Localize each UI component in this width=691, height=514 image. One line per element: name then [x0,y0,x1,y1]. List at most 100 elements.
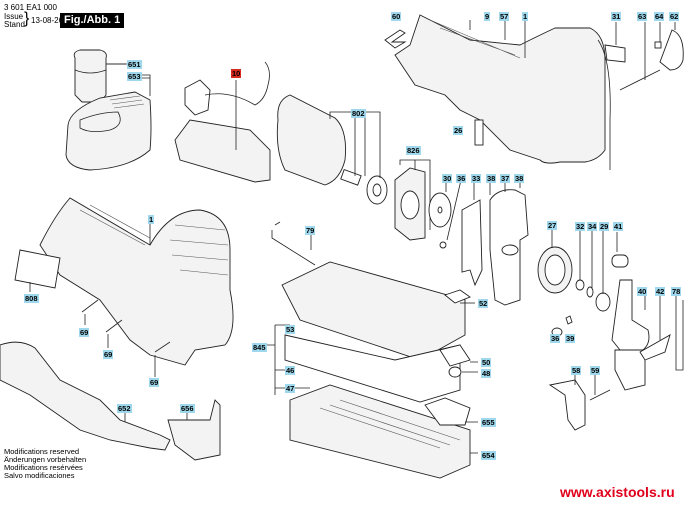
callout-36-bottom[interactable]: 36 [550,334,561,343]
nut [565,315,573,325]
callout-31[interactable]: 31 [611,12,622,21]
callout-42[interactable]: 42 [655,287,666,296]
ring [575,279,585,291]
callout-69-c[interactable]: 69 [149,378,160,387]
part-number: 3 601 EA1 000 [4,3,57,12]
callout-1-bottom[interactable]: 1 [148,215,155,224]
lever-parts [604,22,684,91]
callout-59[interactable]: 59 [590,366,601,375]
callout-802[interactable]: 802 [351,109,366,118]
issue-label-en: Issue [4,12,24,21]
callout-64[interactable]: 64 [654,12,665,21]
callout-654[interactable]: 654 [481,451,496,460]
callout-38-a[interactable]: 38 [486,174,497,183]
callout-29[interactable]: 29 [599,222,610,231]
callout-38-b[interactable]: 38 [514,174,525,183]
callout-69-b[interactable]: 69 [103,350,114,359]
leaders-58-59 [574,375,596,395]
callout-651[interactable]: 651 [127,60,142,69]
callout-40[interactable]: 40 [637,287,648,296]
lower-housing [39,197,234,366]
bearing [595,292,611,312]
callout-58[interactable]: 58 [571,366,582,375]
callout-39[interactable]: 39 [565,334,576,343]
plunger-base [614,349,646,391]
note-fr: Modifications resérvées [4,463,83,472]
slide [424,397,471,426]
callout-37[interactable]: 37 [500,174,511,183]
chip-guard [167,399,221,461]
motor [276,94,388,205]
clamp [439,344,471,367]
callout-78[interactable]: 78 [671,287,682,296]
callout-26[interactable]: 26 [453,126,464,135]
leader-655-654 [465,421,478,454]
callout-53[interactable]: 53 [285,325,296,334]
callout-33[interactable]: 33 [471,174,482,183]
bearing-flange [394,159,431,241]
callout-826[interactable]: 826 [406,146,421,155]
leaders-32-34-29 [579,230,604,294]
extraction-adapter [0,341,171,451]
issue-label: Issue Stand [4,13,25,29]
callout-69-a[interactable]: 69 [79,328,90,337]
issue-label-de: Stand [4,20,25,29]
callout-63[interactable]: 63 [637,12,648,21]
blade-clamp [639,334,671,361]
lever-58 [548,379,586,431]
base-assembly [265,261,471,479]
callout-48[interactable]: 48 [481,369,492,378]
figure-label: Fig./Abb. 1 [60,13,125,28]
callout-10[interactable]: 10 [231,69,242,78]
callout-655[interactable]: 655 [481,418,496,427]
note-en: Modifications reserved [4,447,80,456]
callout-9[interactable]: 9 [484,12,491,21]
note-de: Änderungen vorbehalten [4,455,87,464]
callout-57[interactable]: 57 [499,12,510,21]
charger [65,74,152,171]
hex-key-78 [675,300,684,371]
clip-26 [474,119,484,146]
brace: } [24,10,30,27]
note-es: Salvo modificaciones [4,471,75,480]
pad [444,289,471,304]
knob [448,366,462,378]
screws [81,299,171,377]
website-link[interactable]: www.axistools.ru [560,484,675,500]
roller [611,254,629,268]
callout-845[interactable]: 845 [252,343,267,352]
pin-59 [589,389,611,401]
callout-32[interactable]: 32 [575,222,586,231]
guide-parts [439,179,529,306]
callout-52[interactable]: 52 [478,299,489,308]
circlip [586,286,594,298]
callout-34[interactable]: 34 [587,222,598,231]
hex-key [271,221,316,266]
upper-housing [394,14,611,170]
gear [537,228,573,294]
callout-808[interactable]: 808 [24,294,39,303]
callout-60[interactable]: 60 [391,12,402,21]
callout-47[interactable]: 47 [285,384,296,393]
callout-41[interactable]: 41 [613,222,624,231]
nameplate [14,249,61,289]
callout-652[interactable]: 652 [117,404,132,413]
callout-1-top[interactable]: 1 [522,12,529,21]
callout-656[interactable]: 656 [180,404,195,413]
callout-62[interactable]: 62 [669,12,680,21]
modifications-notice: Modifications reserved Änderungen vorbeh… [4,448,86,480]
washer [428,175,452,228]
leader-50-48 [462,361,478,373]
clip [384,29,407,49]
issue-date: 13-08-26 [31,16,64,25]
callout-50[interactable]: 50 [481,358,492,367]
callout-27[interactable]: 27 [547,221,558,230]
switch-assembly [174,61,271,183]
leaders-41-40-42-78 [616,232,677,340]
callout-36-top[interactable]: 36 [456,174,467,183]
callout-46[interactable]: 46 [285,366,296,375]
callout-653[interactable]: 653 [127,72,142,81]
callout-30[interactable]: 30 [442,174,453,183]
callout-79[interactable]: 79 [305,226,316,235]
